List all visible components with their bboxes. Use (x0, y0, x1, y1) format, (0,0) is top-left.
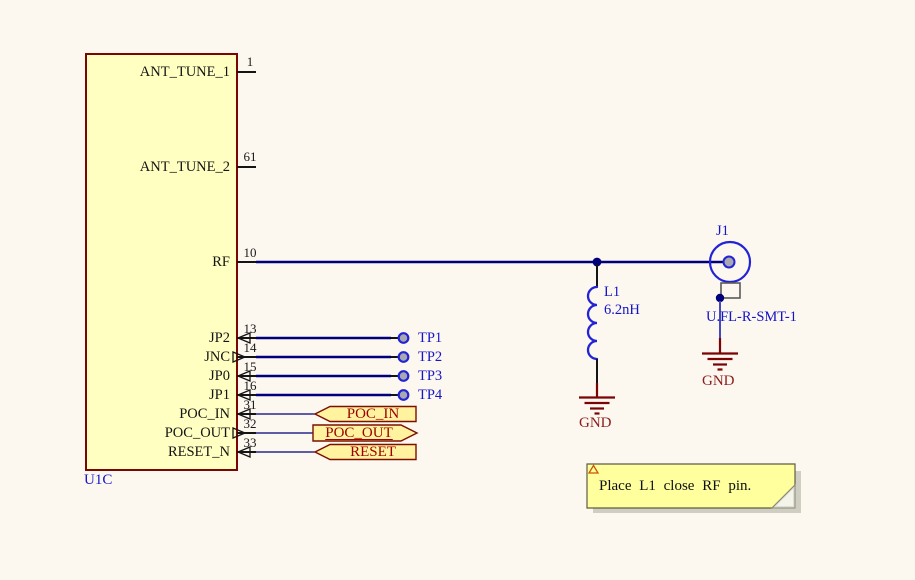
junction-dot (592, 257, 602, 267)
pin-label: ANT_TUNE_2 (139, 159, 230, 175)
port-label-reset: RESET (350, 444, 396, 460)
ground-symbol-j1[interactable] (702, 338, 738, 371)
junction-dot (715, 293, 725, 303)
coax-shield-circle-icon[interactable] (708, 240, 752, 284)
testpoint-pad-icon[interactable] (397, 389, 410, 401)
coax-shield-tab-icon (720, 282, 741, 299)
pin-number: 32 (243, 416, 257, 431)
pin-number: 13 (243, 321, 257, 336)
ground-label: GND (702, 373, 735, 389)
testpoint-label: TP1 (418, 330, 443, 346)
pin-number: 14 (243, 340, 257, 355)
pin-number: 31 (243, 397, 257, 412)
pin-arrow-in-icon (236, 370, 251, 382)
testpoint-label: TP3 (418, 368, 443, 384)
pin-label: RESET_N (167, 444, 230, 460)
port-reset[interactable] (313, 443, 417, 461)
inductor-symbol[interactable] (586, 264, 599, 383)
port-label-poc-out: POC_OUT (325, 425, 393, 441)
port-label-poc-in: POC_IN (346, 406, 400, 422)
note-text: Place L1 close RF pin. (599, 478, 752, 494)
port-poc-in[interactable] (313, 405, 417, 423)
pin-label: JNC (204, 349, 230, 365)
component-refdes[interactable]: U1C (84, 472, 113, 488)
ground-label: GND (579, 415, 612, 431)
pin-arrow-in-icon (236, 389, 251, 401)
ports[interactable] (312, 405, 419, 461)
pin-label: POC_IN (179, 406, 230, 422)
pin-label: RF (212, 254, 230, 270)
pin-number: 33 (243, 435, 257, 450)
pin-number: 10 (243, 245, 257, 260)
pin-number: 61 (243, 149, 257, 164)
inductor-coil-icon[interactable] (586, 285, 599, 361)
pin-label: ANT_TUNE_1 (139, 64, 230, 80)
note-collapse-marker-icon[interactable] (587, 464, 600, 474)
connector-part[interactable]: U.FL-R-SMT-1 (706, 309, 797, 325)
ground-symbol-l1[interactable] (579, 383, 615, 415)
testpoint-pad-icon[interactable] (397, 332, 410, 344)
inductor-refdes[interactable]: L1 (604, 284, 621, 300)
testpoint-pad-icon[interactable] (397, 370, 410, 382)
testpoint-wires[interactable] (256, 336, 391, 397)
coax-center-pin-icon[interactable] (722, 255, 736, 269)
pin-number: 16 (243, 378, 257, 393)
note-sticky[interactable] (586, 463, 801, 513)
testpoint-label: TP2 (418, 349, 443, 365)
note-fold-highlight (776, 489, 793, 506)
pin-direction-arrows (232, 332, 251, 458)
port-poc-out[interactable] (312, 424, 419, 442)
inductor-value[interactable]: 6.2nH (604, 302, 640, 318)
pin-label: JP2 (209, 330, 230, 346)
pin-label: JP1 (209, 387, 230, 403)
pin-arrow-in-icon (236, 332, 251, 344)
pin-number: 1 (246, 54, 254, 69)
rf-wire[interactable] (256, 257, 723, 267)
component-body[interactable] (85, 53, 238, 471)
port-wires[interactable] (256, 413, 315, 453)
coax-connector-symbol[interactable] (708, 240, 752, 303)
pin-label: POC_OUT (164, 425, 230, 441)
testpoint-symbols[interactable] (391, 332, 410, 401)
pin-arrow-out-icon (232, 427, 247, 439)
testpoint-label: TP4 (418, 387, 443, 403)
component-pins[interactable] (237, 71, 256, 453)
pin-arrow-in-icon (236, 408, 251, 420)
pin-number: 15 (243, 359, 257, 374)
pin-arrow-out-icon (232, 351, 247, 363)
pin-arrow-in-icon (236, 446, 251, 458)
testpoint-pad-icon[interactable] (397, 351, 410, 363)
pin-label: JP0 (209, 368, 230, 384)
connector-refdes[interactable]: J1 (716, 223, 729, 239)
